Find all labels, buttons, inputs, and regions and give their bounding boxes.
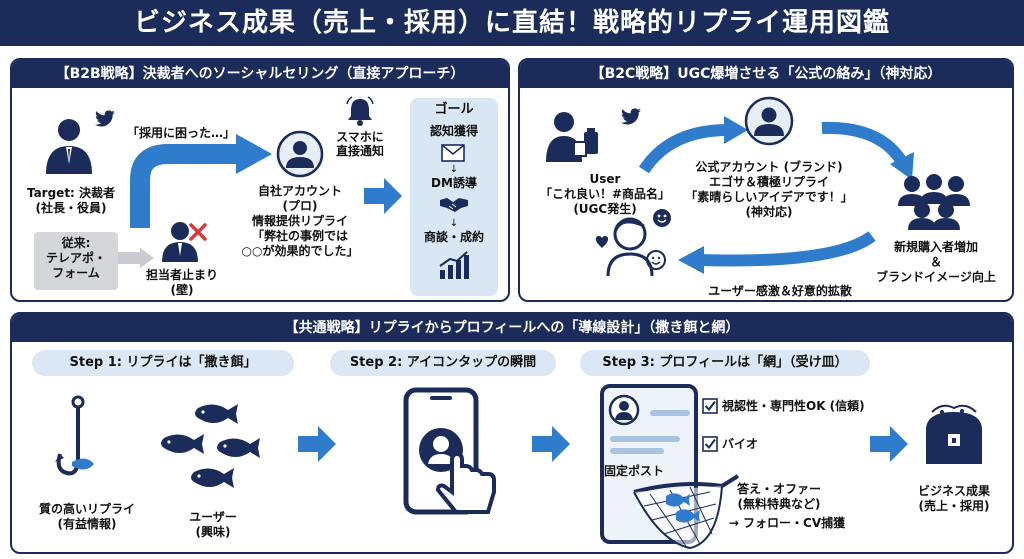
user-line2: (興味) xyxy=(195,525,231,539)
happy-user-icon xyxy=(595,209,671,277)
feedback-label: ユーザー感激＆好意的拡散 xyxy=(708,284,852,298)
checkbox-checked-icon xyxy=(702,398,718,414)
target-label: Target: 決裁者 xyxy=(26,186,116,200)
profile-line xyxy=(610,436,680,442)
goal-arrow-1: ↓ xyxy=(449,164,459,175)
b2c-result-line3: ブランドイメージ向上 xyxy=(876,270,996,284)
account-line3: 情報提供リプライ xyxy=(251,214,348,228)
goal-box xyxy=(410,98,498,296)
decision-maker-icon xyxy=(46,119,92,174)
legacy-line3: フォーム xyxy=(52,266,100,280)
pinned-post-label: 固定ポスト xyxy=(604,464,665,478)
step1-pill: Step 1: リプライは「撒き餌」 xyxy=(32,350,294,376)
official-line2: エゴサ＆積極リプライ xyxy=(708,175,829,189)
notify-line1: スマホに xyxy=(336,130,384,144)
goal-arrow-2: ↓ xyxy=(449,218,459,229)
b2c-result-line2: ＆ xyxy=(929,255,942,269)
official-account-avatar xyxy=(744,96,794,146)
official-to-crowd-arrow xyxy=(821,121,914,180)
common-heading: 【共通戦略】リプライからプロフィールへの「導線設計」（撒き餌と網） xyxy=(12,314,1012,342)
answer-line3: → フォロー・CV捕獲 xyxy=(728,516,846,530)
bait-line1: 質の高いリプライ xyxy=(38,502,135,516)
account-line5: ○○が効果的でした」 xyxy=(241,244,359,258)
own-account-avatar xyxy=(276,130,324,178)
crowd-icon xyxy=(898,174,970,230)
staff-label: 担当者止まり xyxy=(145,268,218,282)
official-line1: 公式アカウント (ブランド) xyxy=(695,160,843,174)
step-arrow-3 xyxy=(870,426,908,462)
b2c-user-line1: User xyxy=(589,172,621,186)
fish-school-icon xyxy=(161,404,260,488)
account-line1: 自社アカウント xyxy=(257,184,342,198)
b2b-panel: 【B2B戦略】決裁者へのソーシャルセリング（直接アプローチ） Target: 決… xyxy=(10,58,510,302)
bait-line2: (有益情報) xyxy=(57,517,117,531)
mail-icon xyxy=(441,144,465,162)
profile-line xyxy=(610,448,664,454)
check-trust: 視認性・専門性OK (信頼) xyxy=(722,399,865,413)
b2b-heading: 【B2B戦略】決裁者へのソーシャルセリング（直接アプローチ） xyxy=(12,60,508,88)
step-arrow-1 xyxy=(298,426,336,462)
b2c-user-line2: 「これ良い！#商品名」 xyxy=(539,187,671,201)
checkbox-checked-icon xyxy=(702,436,718,452)
step3-pill: Step 3: プロフィールは「網」（受け皿） xyxy=(580,350,870,376)
b2c-heading: 【B2C戦略】UGC爆増させる「公式の絡み」（神対応） xyxy=(520,60,1012,88)
business-result-line2: (売上・採用) xyxy=(918,499,990,513)
page-title: ビジネス成果（売上・採用）に直結！戦略的リプライ運用図鑑 xyxy=(0,0,1024,46)
goal-step-dm: DM誘導 xyxy=(431,176,477,190)
notify-line2: 直接通知 xyxy=(335,144,384,158)
b2b-quote: 「採用に困った…」 xyxy=(126,126,235,140)
twitter-bird-icon xyxy=(621,108,641,125)
b2c-user-line3: (UGC発生) xyxy=(573,202,637,216)
blocked-x-icon xyxy=(189,223,207,241)
direct-approach-arrow xyxy=(130,134,272,228)
answer-line1: 答え・オファー xyxy=(736,482,821,496)
net-catch-icon xyxy=(633,474,740,550)
legacy-line2: テレアポ・ xyxy=(45,251,106,265)
ugc-user-icon xyxy=(546,112,598,162)
staff-icon xyxy=(162,222,198,262)
goal-step-awareness: 認知獲得 xyxy=(429,124,478,138)
bell-icon xyxy=(346,96,374,126)
user-line1: ユーザー xyxy=(189,510,237,524)
b2c-result-line1: 新規購入者増加 xyxy=(893,240,978,254)
legacy-label: 従来: xyxy=(61,236,91,250)
official-line4: (神対応) xyxy=(745,205,793,219)
smartphone-tap-icon xyxy=(403,387,496,515)
legacy-approach-box xyxy=(34,232,118,290)
ugc-to-official-arrow xyxy=(638,116,748,174)
staff-sub: (壁) xyxy=(170,283,194,297)
account-line4: 「弊社の事例では xyxy=(251,229,348,243)
treasure-chest-icon xyxy=(926,404,982,464)
growth-chart-icon xyxy=(439,251,469,279)
business-result-line1: ビジネス成果 xyxy=(917,484,990,498)
b2c-panel: 【B2C戦略】UGC爆増させる「公式の絡み」（神対応） User 「これ良い！#… xyxy=(518,58,1014,302)
goal-step-deal: 商談・成約 xyxy=(423,230,484,244)
profile-line xyxy=(650,410,690,416)
official-line3: 「素晴らしいアイデアです！」 xyxy=(685,190,853,204)
target-sub: (社長・役員) xyxy=(35,201,107,215)
check-bio: バイオ xyxy=(722,437,759,451)
legacy-arrow xyxy=(118,248,154,268)
account-line2: (プロ) xyxy=(282,199,318,213)
handshake-icon xyxy=(440,198,468,212)
twitter-bird-icon xyxy=(95,110,115,127)
to-goal-arrow xyxy=(364,178,402,214)
goal-title: ゴール xyxy=(434,102,474,117)
profile-avatar-icon xyxy=(608,394,640,426)
step-arrow-2 xyxy=(532,426,570,462)
step2-pill: Step 2: アイコンタップの瞬間 xyxy=(330,350,556,376)
answer-line2: (無料特典など) xyxy=(737,497,821,511)
feedback-arrow xyxy=(678,231,876,274)
fishing-hook-icon xyxy=(55,395,94,476)
common-panel: 【共通戦略】リプライからプロフィールへの「導線設計」（撒き餌と網） Step 1… xyxy=(10,312,1014,554)
